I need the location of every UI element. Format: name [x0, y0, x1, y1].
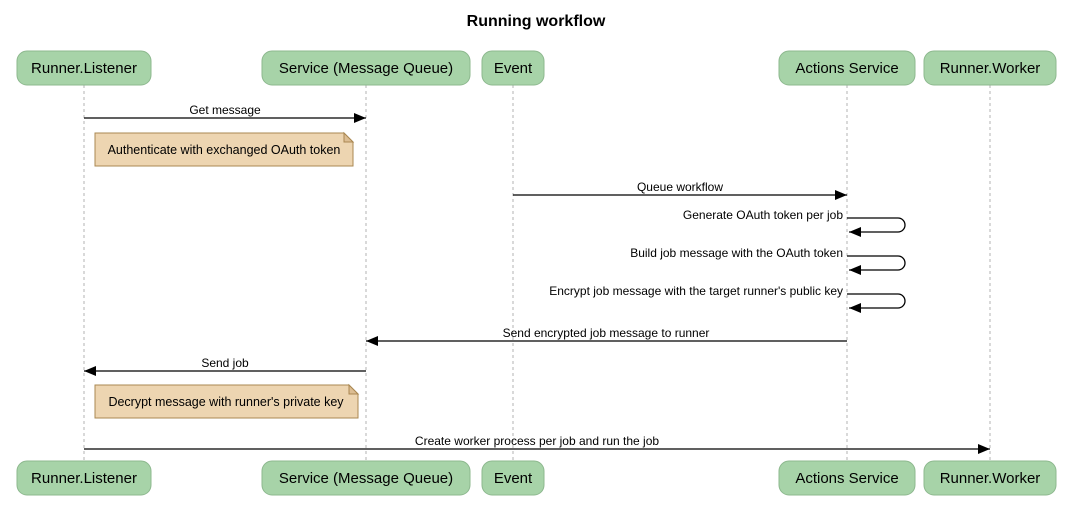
participant-label: Service (Message Queue): [279, 60, 453, 77]
note-label: Authenticate with exchanged OAuth token: [108, 143, 341, 157]
participant-label: Runner.Worker: [940, 60, 1041, 77]
participant-service-message-queue-top: Service (Message Queue): [261, 50, 471, 86]
self-loop-arrow: [847, 293, 906, 313]
note-box: [94, 384, 359, 419]
note-box: [94, 132, 354, 167]
message-queue-workflow: Queue workflow: [513, 180, 847, 200]
participant-actions-service-bottom: Actions Service: [778, 460, 916, 496]
message-label: Generate OAuth token per job: [683, 208, 843, 222]
participant-label: Runner.Worker: [940, 470, 1041, 487]
participant-event-top: Event: [481, 50, 545, 86]
message-create-worker-process: Create worker process per job and run th…: [84, 434, 990, 454]
participant-label: Event: [494, 60, 533, 77]
participant-box: [261, 460, 471, 496]
self-message-encrypt-job-message: Encrypt job message with the target runn…: [549, 284, 906, 313]
participant-event-bottom: Event: [481, 460, 545, 496]
message-label: Get message: [189, 103, 261, 117]
note-decrypt-message: Decrypt message with runner's private ke…: [94, 383, 360, 419]
message-label: Create worker process per job and run th…: [415, 434, 659, 448]
message-send-encrypted-job-message: Send encrypted job message to runner: [366, 326, 847, 346]
message-label: Encrypt job message with the target runn…: [549, 284, 843, 298]
participant-label: Actions Service: [795, 470, 898, 487]
participant-box: [16, 50, 152, 86]
participant-label: Service (Message Queue): [279, 470, 453, 487]
participant-label: Runner.Listener: [31, 60, 137, 77]
self-message-generate-oauth-token: Generate OAuth token per job: [683, 208, 906, 237]
participant-actions-service-top: Actions Service: [778, 50, 916, 86]
participant-label: Runner.Listener: [31, 470, 137, 487]
participant-box: [261, 50, 471, 86]
participant-box: [481, 50, 545, 86]
self-loop-arrow: [847, 217, 906, 237]
participant-runner-worker-top: Runner.Worker: [923, 50, 1057, 86]
message-send-job: Send job: [84, 356, 366, 376]
message-get-message: Get message: [84, 103, 366, 123]
note-fold-corner: [348, 383, 360, 395]
note-label: Decrypt message with runner's private ke…: [108, 395, 344, 409]
message-label: Queue workflow: [637, 180, 723, 194]
participant-box: [923, 50, 1057, 86]
note-authenticate-oauth: Authenticate with exchanged OAuth token: [94, 131, 355, 167]
participant-box: [481, 460, 545, 496]
self-loop-arrow: [847, 255, 906, 275]
participant-runner-worker-bottom: Runner.Worker: [923, 460, 1057, 496]
message-label: Send job: [201, 356, 249, 370]
message-label: Send encrypted job message to runner: [503, 326, 710, 340]
message-label: Build job message with the OAuth token: [630, 246, 843, 260]
participant-service-message-queue-bottom: Service (Message Queue): [261, 460, 471, 496]
note-fold-corner: [343, 131, 355, 143]
participant-runner-listener-top: Runner.Listener: [16, 50, 152, 86]
participant-runner-listener-bottom: Runner.Listener: [16, 460, 152, 496]
participant-box: [923, 460, 1057, 496]
participant-box: [778, 50, 916, 86]
participant-box: [778, 460, 916, 496]
participant-label: Actions Service: [795, 60, 898, 77]
self-message-build-job-message: Build job message with the OAuth token: [630, 246, 906, 275]
diagram-title: Running workflow: [467, 13, 606, 30]
participant-box: [16, 460, 152, 496]
participant-label: Event: [494, 470, 533, 487]
